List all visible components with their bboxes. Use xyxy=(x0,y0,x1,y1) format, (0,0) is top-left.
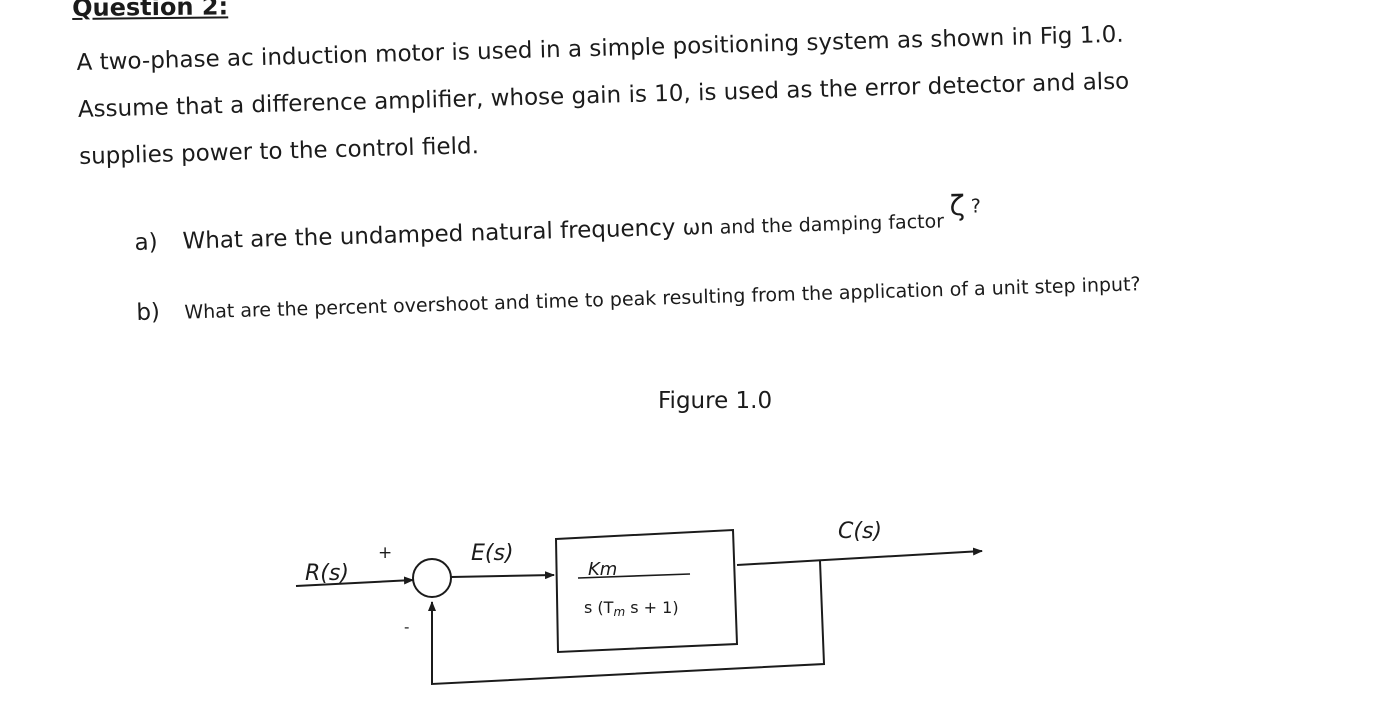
output-label: C(s) xyxy=(838,519,882,544)
transfer-function-block xyxy=(554,528,739,654)
summing-junction xyxy=(412,558,452,598)
minus-sign: - xyxy=(404,618,409,636)
feedback-path xyxy=(428,560,826,686)
input-label: R(s) xyxy=(305,561,349,586)
block-numerator: Km xyxy=(588,559,617,580)
output-signal-line xyxy=(736,547,983,566)
block-denominator: s (Tm s + 1) xyxy=(584,598,679,619)
error-signal-line xyxy=(450,571,555,580)
plus-sign: + xyxy=(378,543,392,563)
error-label: E(s) xyxy=(471,541,514,566)
figure-caption: Figure 1.0 xyxy=(658,388,773,414)
fraction-bar xyxy=(577,573,691,579)
input-signal-line xyxy=(295,576,414,587)
